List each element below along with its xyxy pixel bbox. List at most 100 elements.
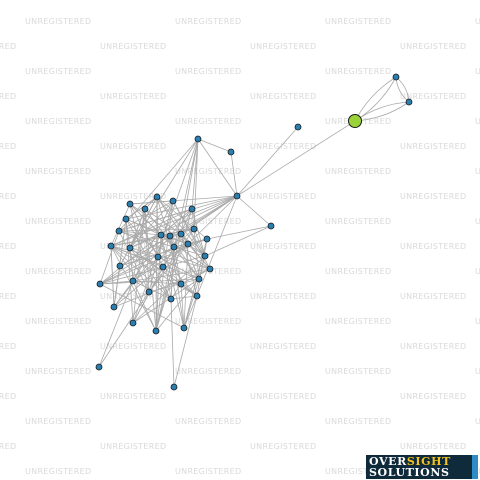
graph-edge: [155, 278, 200, 332]
watermark-text: UNREGISTERED: [0, 42, 16, 51]
watermark-text: UNREGISTERED: [25, 417, 91, 426]
graph-edge: [98, 280, 134, 368]
graph-edge: [155, 138, 199, 332]
graph-node: [153, 193, 161, 201]
graph-edge: [110, 245, 157, 332]
watermark-text: UNREGISTERED: [250, 242, 316, 251]
graph-edge: [170, 298, 175, 388]
watermark-text: UNREGISTERED: [100, 392, 166, 401]
graph-edge: [129, 208, 146, 249]
watermark-text: UNREGISTERED: [250, 92, 316, 101]
graph-node: [126, 200, 134, 208]
graph-edge: [236, 126, 299, 197]
graph-edge: [197, 138, 238, 197]
edge-layer: [98, 76, 410, 388]
graph-node: [170, 383, 178, 391]
graph-node: [107, 242, 115, 250]
watermark-text: UNREGISTERED: [325, 317, 391, 326]
watermark-text: UNREGISTERED: [175, 317, 241, 326]
watermark-text: UNREGISTERED: [0, 292, 16, 301]
graph-edge: [206, 225, 272, 240]
graph-edge: [169, 208, 193, 237]
graph-edge: [148, 278, 200, 293]
graph-edge: [191, 138, 199, 210]
watermark-text: UNREGISTERED: [175, 17, 241, 26]
graph-edge: [129, 138, 199, 249]
graph-edge: [173, 295, 198, 388]
graph-edge: [169, 235, 185, 329]
graph-node: [233, 192, 241, 200]
graph-edge: [132, 255, 206, 324]
graph-node: [95, 363, 103, 371]
logo-text-over: OVER: [369, 455, 407, 468]
graph-node: [177, 280, 185, 288]
watermark-text: UNREGISTERED: [100, 42, 166, 51]
graph-edge: [155, 208, 193, 332]
graph-node: [157, 231, 165, 239]
graph-edge: [99, 230, 120, 285]
watermark-text: UNREGISTERED: [0, 242, 16, 251]
watermark-text: UNREGISTERED: [175, 67, 241, 76]
watermark-text: UNREGISTERED: [475, 117, 480, 126]
watermark-text: UNREGISTERED: [25, 67, 91, 76]
watermark-text: UNREGISTERED: [100, 292, 166, 301]
watermark-text: UNREGISTERED: [250, 442, 316, 451]
graph-edge: [197, 138, 232, 153]
watermark-text: UNREGISTERED: [400, 42, 466, 51]
graph-edge: [99, 208, 193, 285]
graph-node: [145, 288, 153, 296]
graph-edge: [132, 278, 200, 324]
watermark-text: UNREGISTERED: [325, 17, 391, 26]
watermark-text: UNREGISTERED: [400, 292, 466, 301]
graph-node: [126, 244, 134, 252]
watermark-text: UNREGISTERED: [100, 192, 166, 201]
graph-edge: [99, 280, 134, 285]
graph-edge: [183, 195, 238, 329]
watermark-text: UNREGISTERED: [175, 117, 241, 126]
graph-edge: [187, 243, 211, 270]
watermark-text: UNREGISTERED: [325, 67, 391, 76]
watermark-text: UNREGISTERED: [0, 442, 16, 451]
graph-node: [193, 292, 201, 300]
graph-edge: [180, 138, 199, 235]
graph-node: [405, 98, 413, 106]
watermark-text: UNREGISTERED: [100, 442, 166, 451]
watermark-text: UNREGISTERED: [325, 217, 391, 226]
graph-edge: [156, 196, 182, 285]
graph-edge: [180, 283, 185, 329]
graph-node: [194, 135, 202, 143]
watermark-text: UNREGISTERED: [325, 417, 391, 426]
graph-edge: [113, 268, 211, 308]
graph-node: [154, 253, 162, 261]
watermark-text: UNREGISTERED: [100, 92, 166, 101]
graph-node: [116, 262, 124, 270]
watermark-text: UNREGISTERED: [250, 42, 316, 51]
watermark-text: UNREGISTERED: [400, 392, 466, 401]
graph-node: [110, 303, 118, 311]
graph-edge: [125, 218, 198, 297]
graph-edge: [98, 291, 150, 368]
graph-edge: [148, 243, 189, 293]
graph-edge: [160, 234, 185, 329]
watermark-text: UNREGISTERED: [25, 367, 91, 376]
graph-node: [195, 275, 203, 283]
watermark-layer: UNREGISTERED UNREGISTERED UNREGISTERED UNRE…: [0, 17, 480, 476]
graph-edge: [148, 256, 159, 293]
graph-edge: [144, 208, 157, 332]
watermark-text: UNREGISTERED: [475, 317, 480, 326]
graph-edge: [155, 234, 162, 332]
graph-edge: [187, 195, 238, 245]
graph-edge: [110, 195, 238, 247]
graph-edge: [132, 208, 146, 324]
graph-node: [177, 230, 185, 238]
watermark-text: UNREGISTERED: [325, 367, 391, 376]
graph-node: [267, 222, 275, 230]
graph-edge: [183, 243, 189, 329]
watermark-text: UNREGISTERED: [475, 67, 480, 76]
graph-node: [206, 265, 214, 273]
graph-node: [170, 243, 178, 251]
graph-edge: [129, 200, 174, 249]
graph-node: [129, 277, 137, 285]
graph-node: [115, 227, 123, 235]
